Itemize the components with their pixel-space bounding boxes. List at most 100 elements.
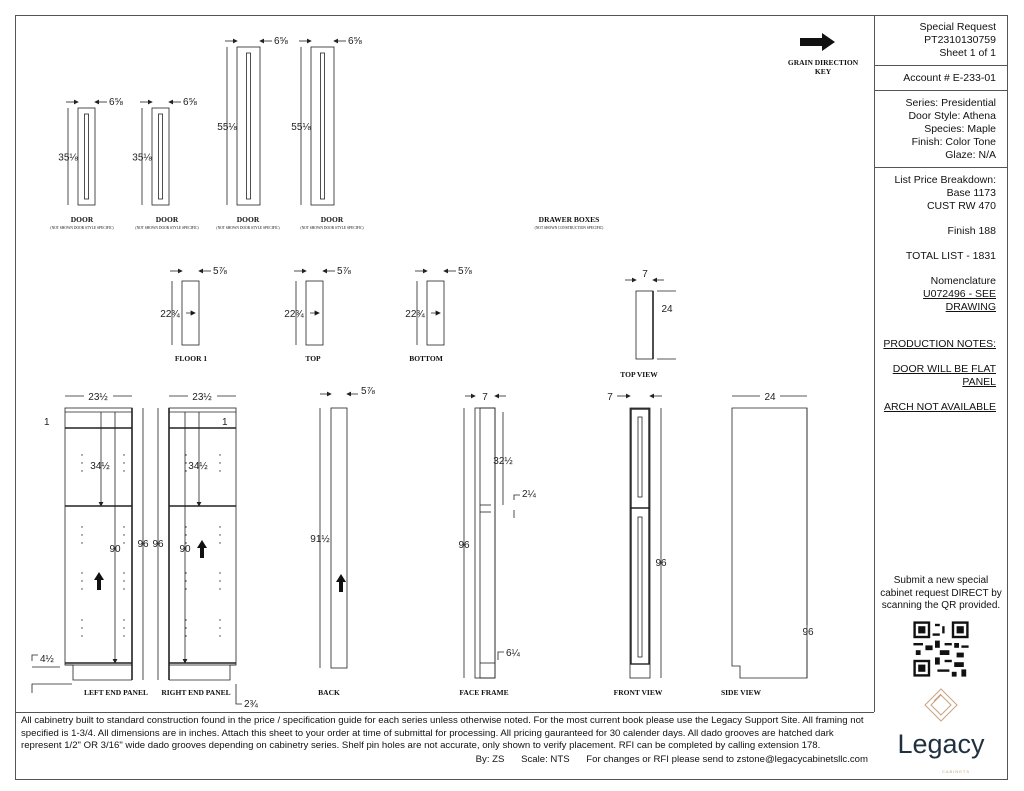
total-list: TOTAL LIST - 1831 — [905, 250, 996, 262]
door-outline — [77, 107, 96, 206]
grain-arrow-icon — [431, 310, 441, 316]
door-label: DOOR — [237, 215, 260, 224]
request-section: Special Request PT2310130759 Sheet 1 of … — [875, 15, 1008, 66]
door-sublabel: (NOT SHOWN DOOR STYLE SPECIFIC) — [50, 226, 114, 230]
shelf-pin-hole — [185, 542, 187, 544]
right-panel-lower: 90 — [179, 544, 191, 555]
production-note-1b: PANEL — [962, 376, 996, 388]
top-view-width: 7 — [642, 269, 648, 280]
drawer-box-label: BOTTOM — [409, 354, 443, 363]
door-label: DOOR — [321, 215, 344, 224]
shelf-pin-hole — [185, 526, 187, 528]
drawer-box-height: 22¾ — [405, 309, 425, 320]
side-view-label: SIDE VIEW — [721, 688, 762, 697]
notes-footer: By: ZS Scale: NTS For changes or RFI ple… — [21, 754, 868, 766]
shelf-pin-hole — [185, 470, 187, 472]
sheet-border — [15, 15, 1008, 780]
door-panel-line — [246, 52, 251, 200]
door-panel-line — [84, 113, 89, 200]
shelf-pin-hole — [219, 635, 221, 637]
qr-instruction: Submit a new special — [893, 575, 989, 586]
shelf-pin-hole — [219, 462, 221, 464]
front-view-height: 96 — [655, 558, 667, 569]
shelf-pin-hole — [123, 588, 125, 590]
door-sublabel: (NOT SHOWN DOOR STYLE SPECIFIC) — [135, 226, 199, 230]
nomenclature-value: U072496 - SEE — [923, 288, 996, 300]
production-note-2: ARCH NOT AVAILABLE — [883, 401, 996, 413]
drawer-box-outline — [181, 280, 200, 346]
top-view-label: TOP VIEW — [620, 370, 658, 379]
contact-info[interactable]: For changes or RFI please send to zstone… — [586, 753, 868, 765]
door-outline — [310, 46, 335, 206]
door-sublabel: (NOT SHOWN DOOR STYLE SPECIFIC) — [300, 226, 364, 230]
right-panel-height: 96 — [152, 539, 164, 550]
shelf-pin-hole — [219, 454, 221, 456]
shelf-pin-hole — [123, 635, 125, 637]
door-sublabel: (NOT SHOWN DOOR STYLE SPECIFIC) — [216, 226, 280, 230]
production-note-1: DOOR WILL BE FLAT — [892, 363, 996, 375]
shelf-pin-hole — [81, 619, 83, 621]
shelf-pin-hole — [123, 580, 125, 582]
door-outline — [151, 107, 170, 206]
sheet-number: Sheet 1 of 1 — [939, 47, 996, 59]
doors-group: 6⅝ 35⅛ DOOR (NOT SHOWN DOOR STYLE SPECIFIC)… — [50, 36, 364, 230]
top-view-drawing: 7 24 TOP VIEW — [620, 269, 676, 379]
shelf-pin-hole — [185, 588, 187, 590]
door-outline — [236, 46, 261, 206]
side-view-depth: 24 — [764, 392, 776, 403]
shelf-pin-hole — [123, 462, 125, 464]
grain-arrow-icon — [197, 540, 207, 558]
door-width: 6⅝ — [274, 36, 289, 47]
shelf-pin-hole — [185, 580, 187, 582]
side-view-height: 96 — [802, 627, 814, 638]
drawer-box-height: 22¾ — [160, 309, 180, 320]
shelf-pin-hole — [185, 635, 187, 637]
qr-section: Submit a new special cabinet request DIR… — [874, 575, 1008, 683]
shelf-pin-hole — [185, 454, 187, 456]
shelf-pin-hole — [123, 627, 125, 629]
shelf-pin-hole — [185, 572, 187, 574]
glaze: Glaze: N/A — [945, 149, 996, 161]
right-end-panel-label: RIGHT END PANEL — [161, 688, 230, 697]
shelf-pin-hole — [123, 619, 125, 621]
door-panel-line — [158, 113, 163, 200]
right-panel-width: 23½ — [192, 392, 212, 403]
shelf-pin-hole — [185, 619, 187, 621]
face-frame-width: 7 — [482, 392, 488, 403]
qr-instruction-3: scanning the QR provided. — [881, 600, 1001, 611]
grain-arrow-icon — [310, 310, 320, 316]
shelf-pin-hole — [219, 588, 221, 590]
left-panel-upper: 34½ — [90, 461, 110, 472]
left-panel-toe: 4½ — [40, 654, 55, 665]
grain-arrow-icon — [336, 574, 346, 592]
door-width: 6⅝ — [109, 97, 124, 108]
front-view-label: FRONT VIEW — [614, 688, 663, 697]
door-height: 35⅛ — [132, 153, 152, 164]
logo-diamond-icon — [924, 688, 958, 722]
grain-arrow-icon — [800, 33, 835, 51]
shelf-pin-hole — [81, 462, 83, 464]
request-number: PT2310130759 — [924, 34, 996, 46]
grain-arrow-icon — [186, 310, 196, 316]
shelf-pin-hole — [123, 454, 125, 456]
nomenclature-value-2: DRAWING — [945, 301, 996, 313]
qr-code-icon[interactable] — [911, 618, 971, 679]
price-cust: CUST RW 470 — [926, 200, 996, 212]
left-panel-height: 96 — [137, 539, 149, 550]
shelf-pin-hole — [219, 470, 221, 472]
door-width: 6⅝ — [348, 36, 363, 47]
grain-direction-key: GRAIN DIRECTION KEY — [788, 33, 859, 76]
door-label: DOOR — [156, 215, 179, 224]
front-view-width: 7 — [607, 392, 613, 403]
shelf-pin-hole — [219, 619, 221, 621]
shelf-pin-hole — [123, 542, 125, 544]
drawer-box-width: 5⅞ — [213, 266, 228, 277]
door-label: DOOR — [71, 215, 94, 224]
